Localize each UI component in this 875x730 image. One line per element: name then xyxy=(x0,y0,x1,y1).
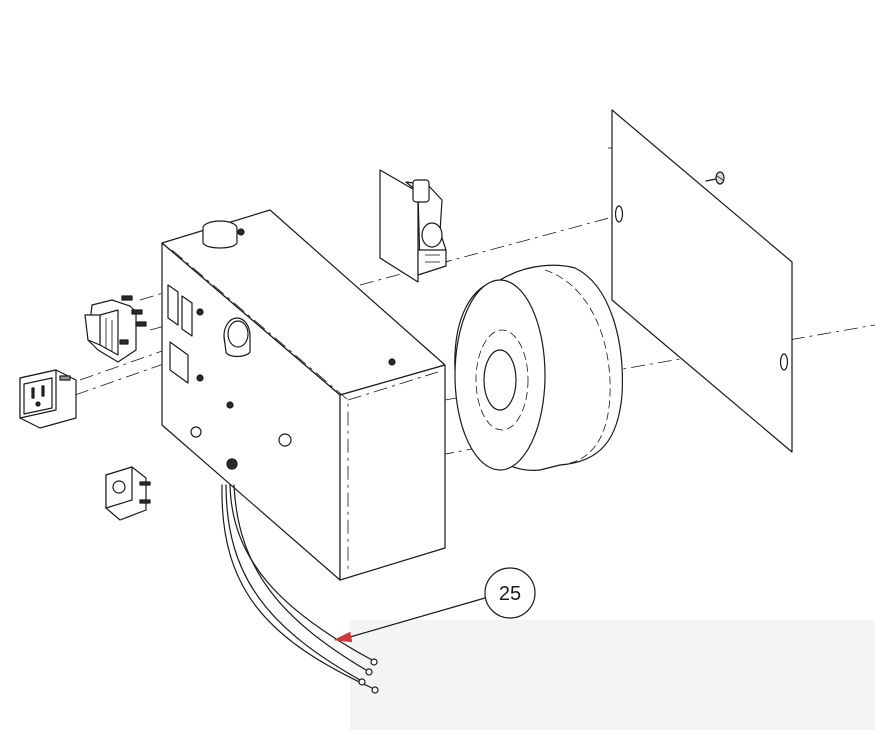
main-housing xyxy=(161,209,446,581)
callout-leader xyxy=(333,597,486,643)
callout-number: 25 xyxy=(499,583,521,605)
wire-leads xyxy=(221,484,379,694)
leader-arrowhead xyxy=(333,631,353,643)
push-button xyxy=(105,466,151,521)
screw xyxy=(705,171,725,185)
cover-panel xyxy=(608,109,793,453)
background-shade xyxy=(350,620,875,730)
callout-balloon-25: 25 xyxy=(484,567,536,619)
circuit-board xyxy=(379,169,447,283)
power-inlet xyxy=(19,369,77,429)
rocker-switches xyxy=(84,295,147,363)
toroid-transformer xyxy=(454,264,623,471)
